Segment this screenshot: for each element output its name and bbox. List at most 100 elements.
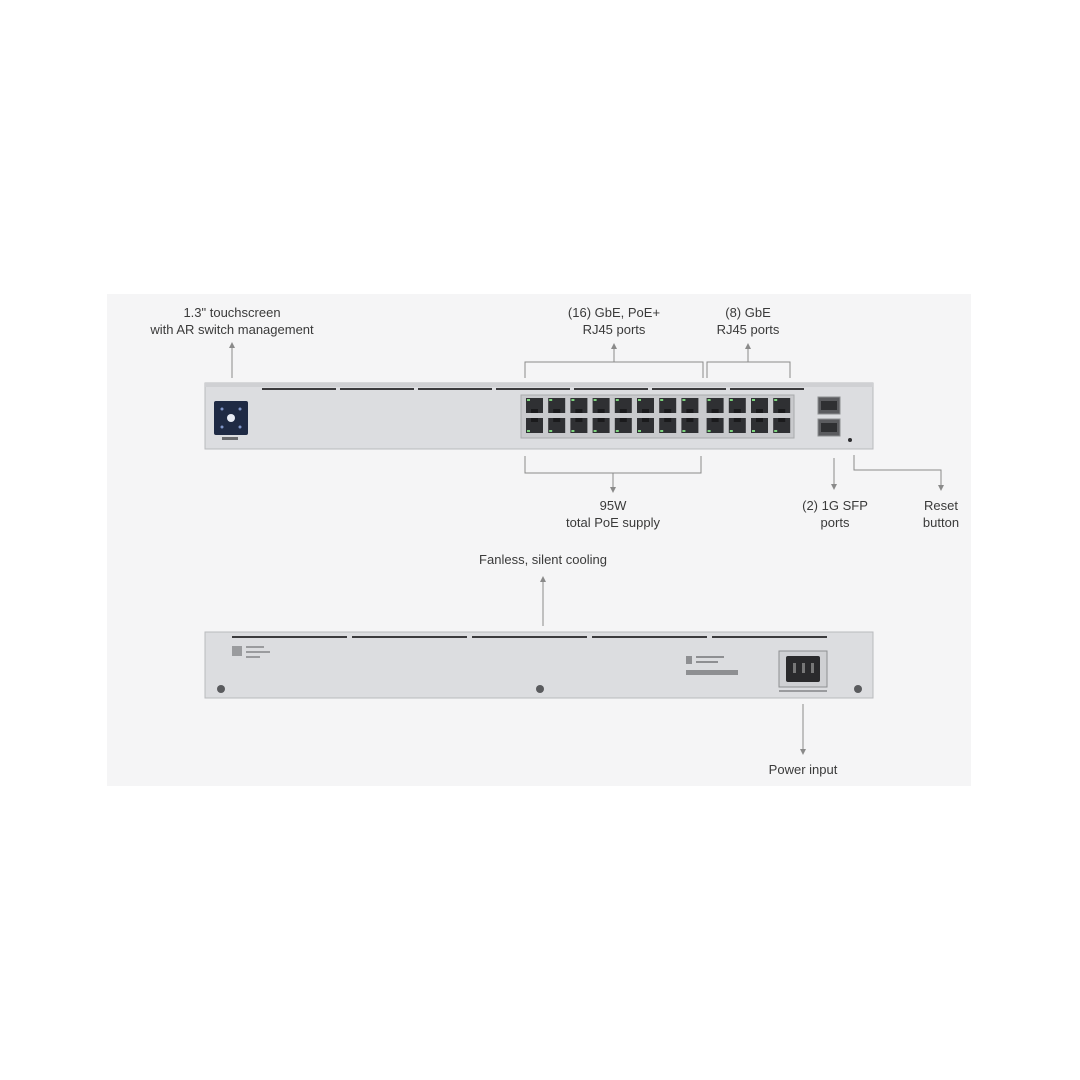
- rj45-port-latch: [619, 409, 627, 413]
- rj45-port-latch: [733, 409, 741, 413]
- rj45-port: [570, 418, 588, 433]
- port-led: [729, 430, 733, 432]
- rear-screw-center: [536, 685, 544, 693]
- rj45-port-latch: [575, 409, 583, 413]
- port-led: [527, 399, 530, 401]
- poe-supply-label: 95W total PoE supply: [566, 498, 660, 530]
- port-led: [527, 430, 530, 432]
- rj45-port-latch: [597, 409, 605, 413]
- port-led: [615, 430, 619, 432]
- rj45-port: [570, 398, 588, 413]
- port-led: [571, 430, 575, 432]
- rear-screw-left: [217, 685, 225, 693]
- touchscreen-label: 1.3" touchscreen with AR switch manageme…: [150, 305, 314, 337]
- port-led: [593, 399, 597, 401]
- sfp-ports-label: (2) 1G SFP ports: [802, 498, 868, 530]
- rj45-ports: [526, 398, 791, 433]
- rj45-port-latch: [575, 418, 583, 422]
- rj45-port: [659, 398, 677, 413]
- port-led: [729, 399, 733, 401]
- rj45-port: [681, 398, 699, 413]
- port-led: [549, 399, 553, 401]
- rj45-port: [706, 418, 724, 433]
- rj45-port-latch: [711, 409, 719, 413]
- rj45-port-latch: [642, 409, 649, 413]
- port-led: [638, 430, 641, 432]
- rj45-port: [728, 398, 746, 413]
- rj45-port: [526, 398, 543, 413]
- port-led: [707, 399, 711, 401]
- front-vent-slots: [262, 388, 804, 390]
- rj45-port: [681, 418, 699, 433]
- rj45-port-latch: [778, 418, 786, 422]
- rj45-port-latch: [686, 418, 694, 422]
- rj45-port-latch: [711, 418, 719, 422]
- port-led: [638, 399, 641, 401]
- front-chassis: [204, 382, 874, 450]
- rj45-port-latch: [553, 409, 561, 413]
- poe-ports-label: (16) GbE, PoE+ RJ45 ports: [567, 305, 661, 337]
- rj45-port-latch: [597, 418, 605, 422]
- rj45-port: [706, 398, 724, 413]
- rj45-port: [548, 398, 566, 413]
- rj45-port: [526, 418, 543, 433]
- rj45-port-latch: [756, 418, 763, 422]
- rj45-port: [659, 418, 677, 433]
- rj45-port-latch: [664, 409, 672, 413]
- compliance-marks: [686, 656, 738, 675]
- rj45-port: [548, 418, 566, 433]
- reset-button-label: Reset button: [922, 498, 960, 530]
- port-led: [774, 399, 778, 401]
- touchscreen-display: [214, 401, 248, 440]
- rj45-port-latch: [733, 418, 741, 422]
- rj45-port-block: [520, 394, 795, 439]
- rj45-port: [751, 418, 768, 433]
- rj45-port-latch: [619, 418, 627, 422]
- port-led: [752, 399, 755, 401]
- port-led: [593, 430, 597, 432]
- rear-vent-slots: [232, 636, 827, 638]
- rj45-port: [592, 418, 610, 433]
- power-input-label: Power input: [768, 762, 838, 777]
- rear-leader-lines: [542, 579, 804, 752]
- port-led: [682, 399, 686, 401]
- rj45-port: [773, 398, 791, 413]
- rj45-port: [614, 398, 632, 413]
- port-led: [549, 430, 553, 432]
- port-led: [660, 430, 664, 432]
- rj45-port: [751, 398, 768, 413]
- power-inlet: [778, 650, 828, 692]
- rj45-port-latch: [686, 409, 694, 413]
- rear-label-sticker: [232, 646, 270, 658]
- rj45-port: [728, 418, 746, 433]
- port-led: [682, 430, 686, 432]
- rear-screw-right: [854, 685, 862, 693]
- rj45-port: [592, 398, 610, 413]
- front-arrowheads: [229, 342, 944, 493]
- rj45-port: [637, 418, 654, 433]
- rj45-port-latch: [531, 418, 538, 422]
- gbe-ports-label: (8) GbE RJ45 ports: [716, 305, 780, 337]
- rj45-port: [773, 418, 791, 433]
- rj45-port-latch: [664, 418, 672, 422]
- front-leader-lines: [231, 345, 942, 490]
- rj45-port: [614, 418, 632, 433]
- reset-pinhole: [848, 438, 852, 442]
- rj45-port-latch: [553, 418, 561, 422]
- rj45-port-latch: [642, 418, 649, 422]
- rear-chassis: [204, 631, 874, 699]
- cooling-label: Fanless, silent cooling: [479, 552, 607, 567]
- port-led: [774, 430, 778, 432]
- sfp-ports: [817, 396, 841, 437]
- port-led: [571, 399, 575, 401]
- rear-arrowheads: [540, 576, 806, 755]
- rj45-port-latch: [531, 409, 538, 413]
- port-led: [615, 399, 619, 401]
- port-led: [707, 430, 711, 432]
- diagram-background: [107, 294, 971, 786]
- rj45-port: [637, 398, 654, 413]
- port-led: [660, 399, 664, 401]
- rj45-port-latch: [756, 409, 763, 413]
- port-led: [752, 430, 755, 432]
